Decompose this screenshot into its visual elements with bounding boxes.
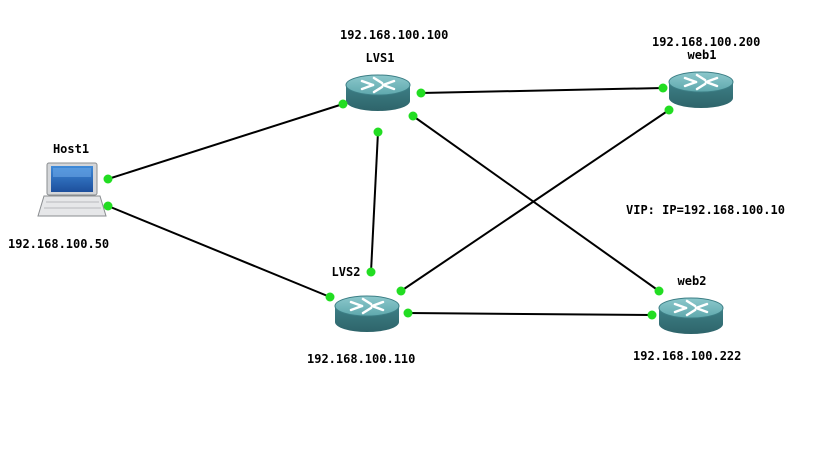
router-lvs2-icon[interactable] (334, 295, 400, 332)
web2-ip-label: 192.168.100.222 (633, 349, 742, 363)
vip-note-label: VIP: IP=192.168.100.10 (626, 203, 785, 217)
port-web1-a[interactable] (658, 83, 668, 93)
port-lvs1-a[interactable] (338, 99, 348, 109)
port-lvs1-d[interactable] (408, 111, 418, 121)
link-lvs2-web2[interactable] (407, 312, 653, 316)
lvs1-ip-label: 192.168.100.100 (340, 28, 449, 42)
router-lvs1-icon[interactable] (345, 74, 411, 111)
port-host1-b[interactable] (103, 201, 113, 211)
lvs2-name-label: LVS2 (331, 265, 361, 279)
web2-name-label: web2 (677, 274, 707, 288)
link-host1-lvs1[interactable] (107, 103, 344, 180)
port-lvs2-b[interactable] (396, 286, 406, 296)
links-layer (107, 87, 670, 316)
link-lvs2-web1[interactable] (400, 109, 670, 292)
port-lvs2-d[interactable] (403, 308, 413, 318)
port-host1-a[interactable] (103, 174, 113, 184)
port-lvs1-c[interactable] (373, 127, 383, 137)
link-host1-lvs2[interactable] (107, 205, 331, 298)
host1-name-label: Host1 (52, 142, 90, 156)
host1-laptop-icon[interactable] (37, 162, 107, 217)
port-lvs2-a[interactable] (366, 267, 376, 277)
router-web1-icon[interactable] (668, 71, 734, 108)
web1-name-label: web1 (687, 48, 717, 62)
port-lvs2-c[interactable] (325, 292, 335, 302)
router-web2-icon[interactable] (658, 297, 724, 334)
web1-ip-label: 192.168.100.200 (652, 35, 761, 49)
port-web2-b[interactable] (647, 310, 657, 320)
link-lvs1-web2[interactable] (412, 115, 660, 292)
lvs1-name-label: LVS1 (365, 51, 395, 65)
ports-layer (103, 83, 674, 320)
port-web2-a[interactable] (654, 286, 664, 296)
port-lvs1-b[interactable] (416, 88, 426, 98)
link-lvs1-web1[interactable] (420, 87, 664, 94)
lvs2-ip-label: 192.168.100.110 (307, 352, 416, 366)
port-web1-b[interactable] (664, 105, 674, 115)
link-lvs1-lvs2[interactable] (370, 131, 379, 273)
host1-ip-label: 192.168.100.50 (8, 237, 110, 251)
